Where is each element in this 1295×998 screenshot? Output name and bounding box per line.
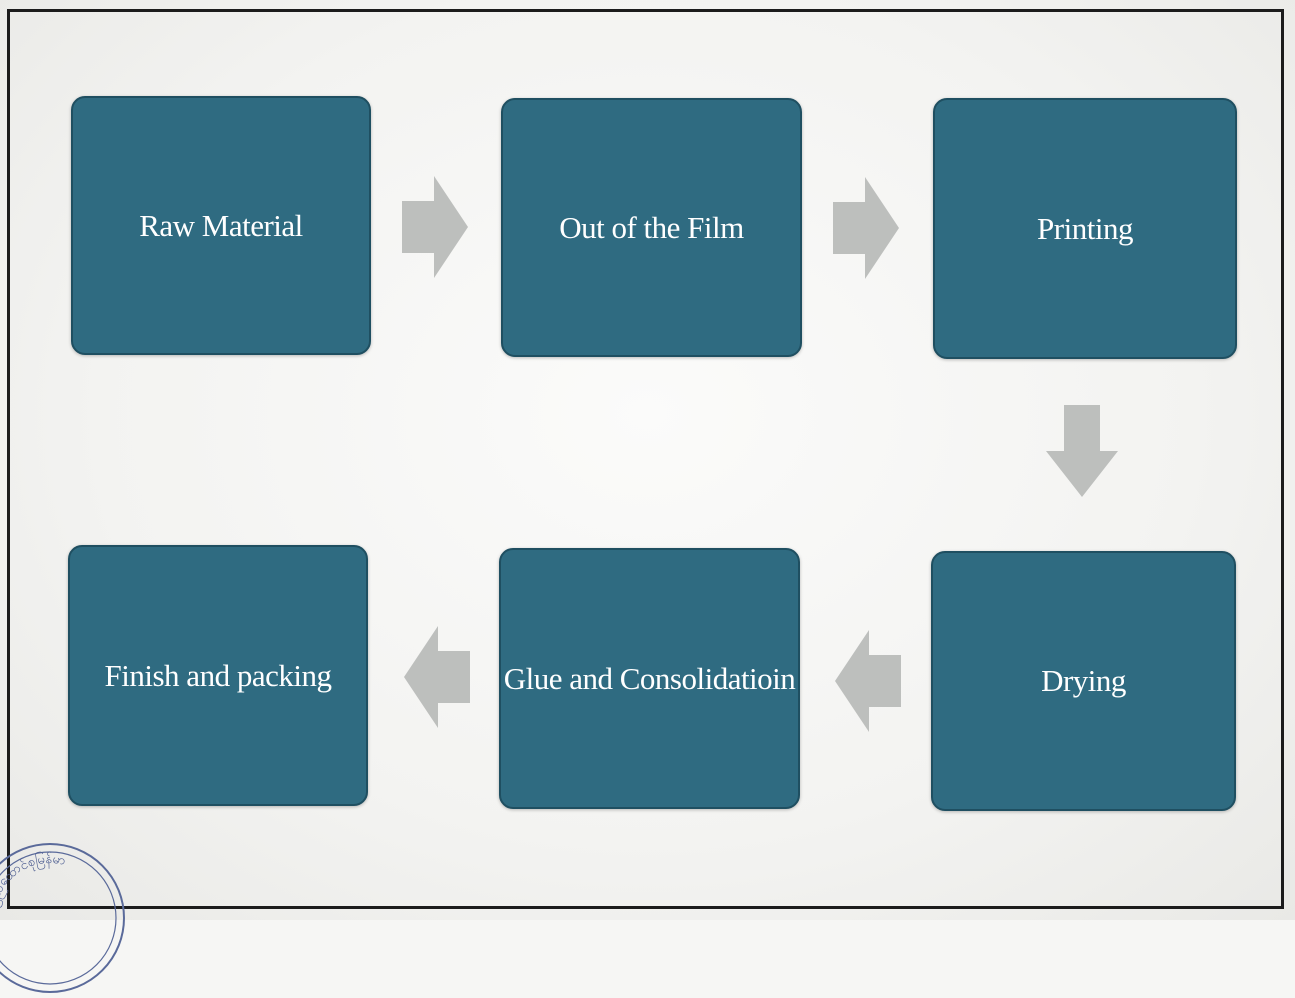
arrow-right-icon: [833, 177, 899, 279]
diagram-frame: [7, 9, 1284, 909]
step-glue-and-consolidation: Glue and Consolidatioin: [499, 548, 800, 809]
step-label: Printing: [1037, 210, 1133, 246]
step-drying: Drying: [931, 551, 1236, 811]
step-label: Finish and packing: [104, 657, 332, 693]
arrow-down-icon: [1046, 405, 1118, 497]
arrow-left-icon: [835, 630, 901, 732]
step-raw-material: Raw Material: [71, 96, 371, 355]
arrow-right-icon: [402, 176, 468, 278]
svg-text:ပြည်ထောင်စုမြန်မာ: ပြည်ထောင်စုမြန်မာ: [0, 850, 67, 909]
arrow-left-icon: [404, 626, 470, 728]
step-finish-and-packing: Finish and packing: [68, 545, 368, 806]
seal-stamp: ပြည်ထောင်စုမြန်မာ: [0, 843, 125, 993]
step-printing: Printing: [933, 98, 1237, 359]
step-out-of-the-film: Out of the Film: [501, 98, 802, 357]
step-label: Out of the Film: [559, 209, 744, 245]
step-label: Raw Material: [139, 207, 303, 243]
step-label: Glue and Consolidatioin: [503, 660, 796, 696]
stamp-text: ပြည်ထောင်စုမြန်မာ: [0, 850, 67, 909]
step-label: Drying: [1041, 663, 1126, 698]
